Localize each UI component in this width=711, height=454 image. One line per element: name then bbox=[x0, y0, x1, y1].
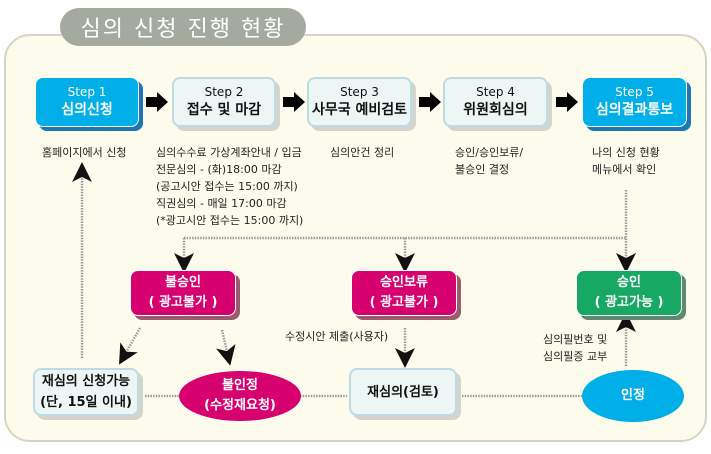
step-5-number: Step 5 bbox=[615, 85, 654, 99]
step-2-note: 심의수수료 가상계좌안내 / 입금 전문심의 - (화)18:00 마감 (공고… bbox=[156, 146, 304, 227]
outcome-hold-box: 승인보류 ( 광고불가 ) bbox=[351, 270, 457, 316]
step-4-note: 승인/승인보류/ 불승인 결정 bbox=[455, 146, 524, 176]
reapply-box: 재심의 신청가능 (단, 15일 이내) bbox=[33, 368, 139, 416]
step-4-box: Step 4 위원회심의 bbox=[443, 77, 548, 127]
step-2-number: Step 2 bbox=[204, 85, 244, 99]
diagram-title: 심의 신청 진행 현황 bbox=[60, 8, 306, 46]
step-3-note: 심의안건 정리 bbox=[330, 146, 395, 159]
step-1-box: Step 1 심의신청 bbox=[35, 77, 139, 127]
step-4-number: Step 4 bbox=[476, 85, 515, 99]
step-2-box: Step 2 접수 및 마감 bbox=[172, 77, 276, 127]
revision-submit-label: 수정시안 제출(사용자) bbox=[285, 330, 389, 343]
step-3-number: Step 3 bbox=[340, 85, 379, 99]
arrow-right-icon bbox=[556, 92, 578, 112]
issue-certificate-label: 심의필번호 및 심의필증 교부 bbox=[543, 333, 608, 363]
step-5-box: Step 5 심의결과통보 bbox=[582, 77, 687, 127]
arrow-right-icon bbox=[146, 92, 168, 112]
step-1-number: Step 1 bbox=[67, 85, 107, 99]
step-2-name: 접수 및 마감 bbox=[186, 102, 262, 118]
re-review-box: 재심의(검토) bbox=[349, 368, 457, 416]
connector-reject-to-notaccepted bbox=[216, 329, 236, 366]
arrow-right-icon bbox=[419, 92, 441, 112]
not-accepted-ellipse: 불인정 (수정재요청) bbox=[179, 371, 301, 421]
outcome-reject-box: 불승인 ( 광고불가 ) bbox=[130, 270, 236, 316]
step-1-name: 심의신청 bbox=[61, 102, 113, 118]
arrow-right-icon bbox=[283, 92, 305, 112]
outcome-approve-box: 승인 ( 광고가능 ) bbox=[576, 270, 682, 316]
step-5-name: 심의결과통보 bbox=[595, 102, 674, 118]
accepted-ellipse: 인정 bbox=[582, 370, 684, 422]
step-3-box: Step 3 사무국 예비검토 bbox=[307, 77, 412, 127]
step-1-note: 홈페이지에서 신청 bbox=[42, 146, 127, 159]
connector-reject-to-reapply bbox=[119, 327, 142, 365]
step-3-name: 사무국 예비검토 bbox=[311, 102, 408, 118]
step-5-note: 나의 신청 현황 메뉴에서 확인 bbox=[592, 146, 660, 176]
step-4-name: 위원회심의 bbox=[463, 102, 528, 118]
